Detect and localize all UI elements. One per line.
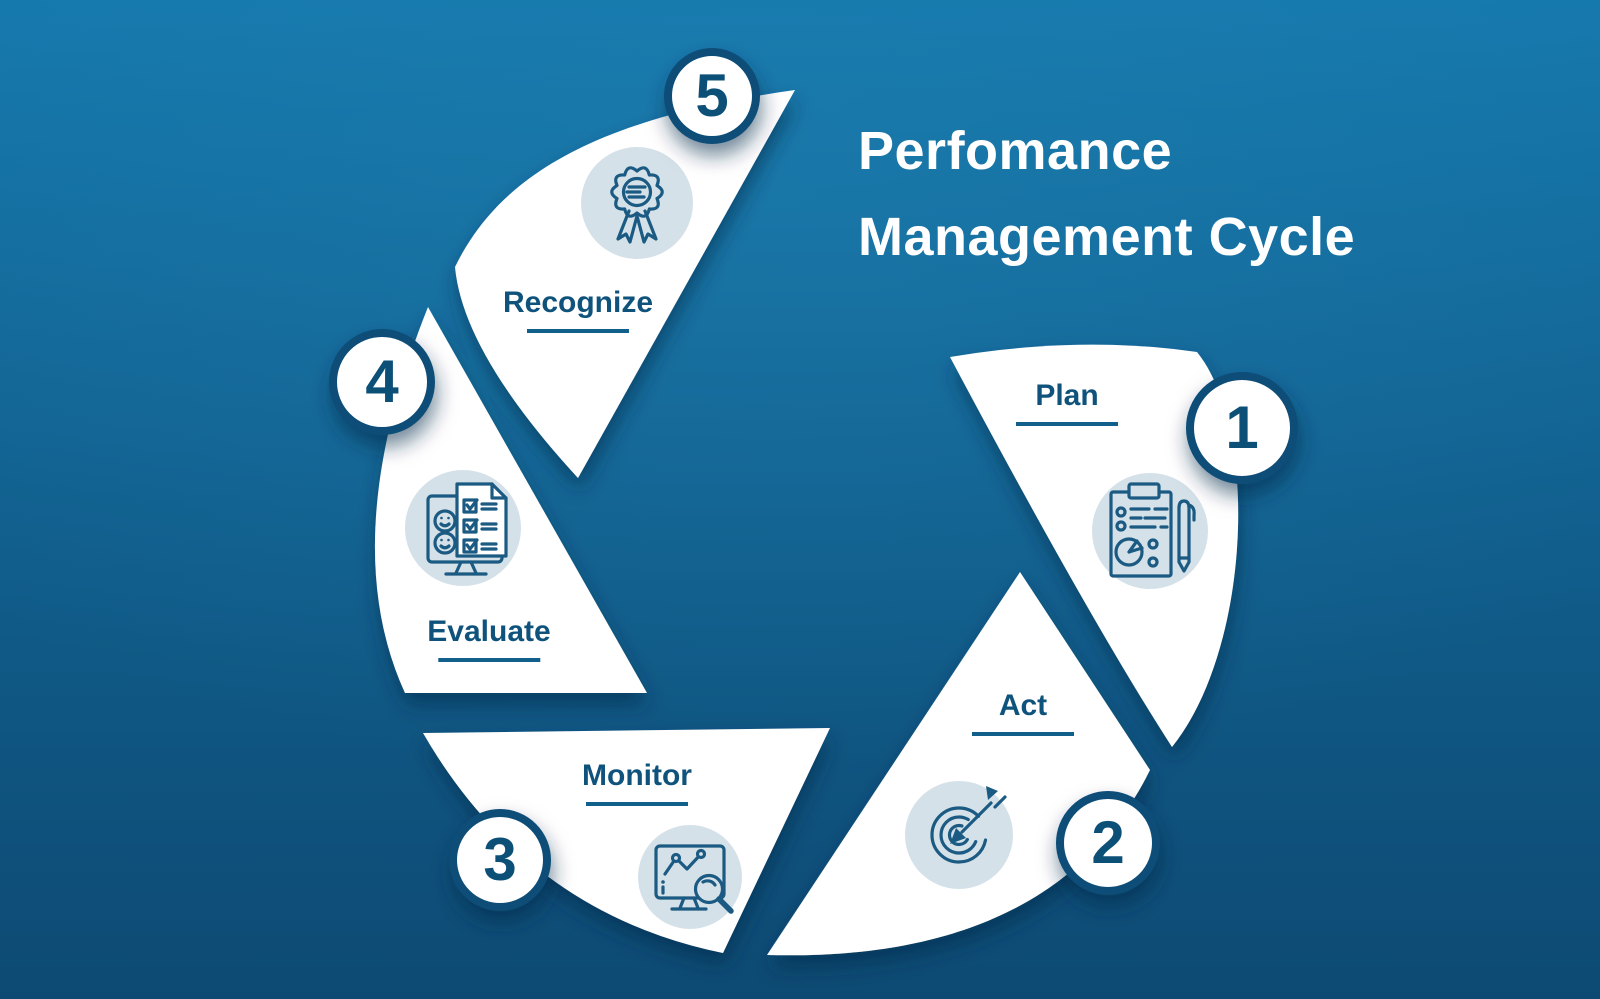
title-line-1: Perfomance (858, 121, 1173, 181)
stage-label-text: Plan (1035, 379, 1099, 412)
segment-recognize (455, 90, 795, 478)
number-circles (329, 48, 1298, 911)
number-circle-3 (449, 809, 551, 911)
stage-label-text: Act (998, 689, 1048, 722)
recognize-icon-circle (581, 147, 693, 259)
target-dart-icon (930, 786, 1007, 864)
label-underline (438, 658, 540, 662)
monitor-chart-magnifier-icon (654, 844, 734, 914)
stage-number-2: 2 (1091, 808, 1125, 876)
stage-number-5: 5 (695, 61, 729, 129)
label-underline (527, 329, 629, 333)
stage-label-act: Act (972, 689, 1074, 736)
number-circle-2 (1056, 791, 1160, 895)
stage-number-1: 1 (1225, 393, 1259, 461)
stage-label-text: Recognize (502, 286, 654, 319)
segment-act (767, 572, 1150, 956)
monitor-checklist-icon (426, 482, 508, 576)
label-underline (1016, 422, 1118, 426)
number-circle-4 (329, 329, 435, 435)
monitor-icon-circle (638, 825, 742, 929)
clipboard-pen-icon (1109, 482, 1196, 578)
stage-label-text: Evaluate (427, 615, 551, 648)
number-circle-1 (1186, 372, 1298, 484)
label-underline (972, 732, 1074, 736)
page-title: Perfomance Management Cycle (858, 108, 1355, 280)
stage-label-evaluate: Evaluate (427, 615, 551, 662)
stage-label-text: Monitor (582, 759, 692, 792)
stage-number-4: 4 (365, 347, 399, 415)
stage-number-3: 3 (483, 825, 517, 893)
title-line-2: Management Cycle (858, 207, 1356, 267)
label-underline (586, 802, 688, 806)
award-badge-icon (610, 166, 664, 244)
stage-label-monitor: Monitor (582, 759, 692, 806)
number-circle-5 (664, 48, 760, 144)
stage-label-plan: Plan (1016, 379, 1118, 426)
stage-label-recognize: Recognize (503, 286, 653, 333)
